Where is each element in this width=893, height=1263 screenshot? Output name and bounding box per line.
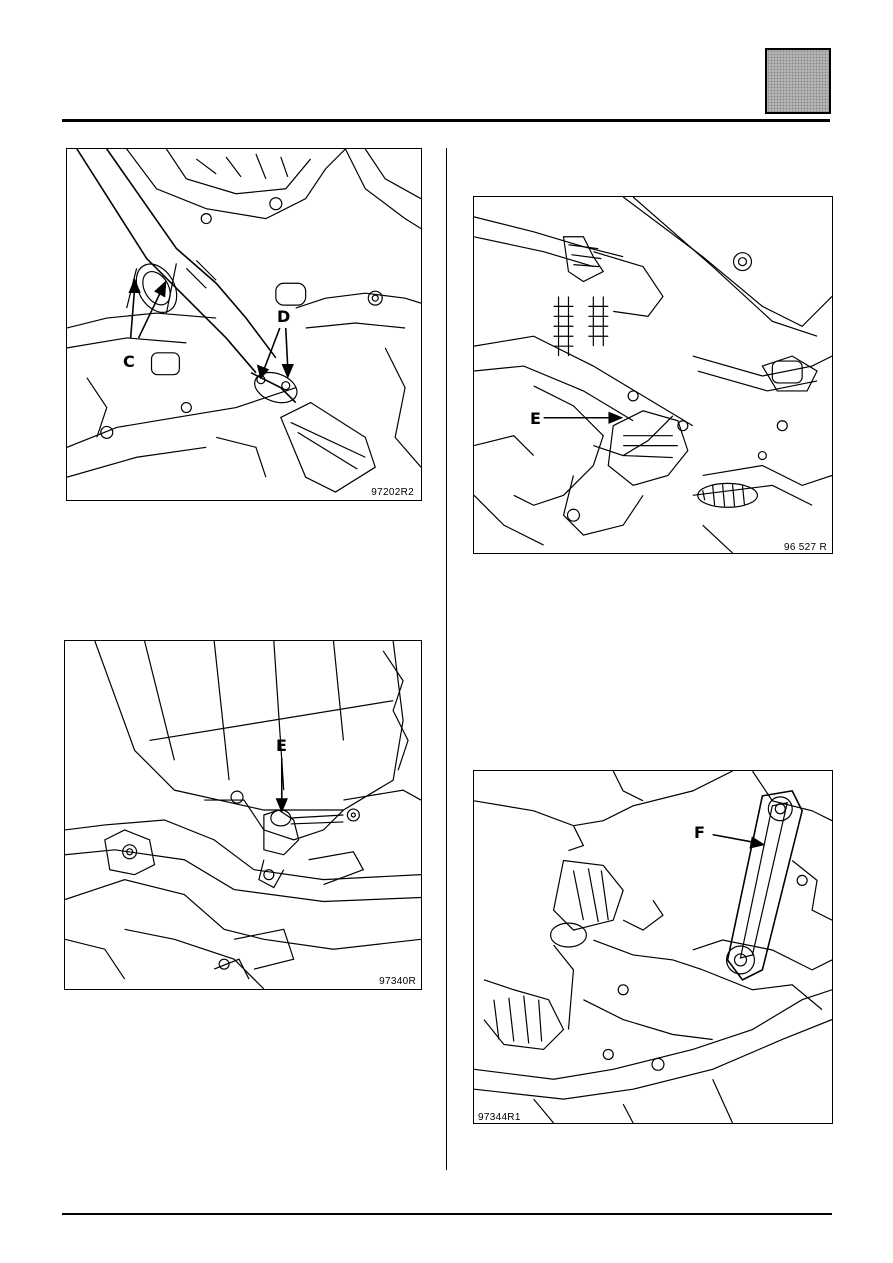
callout-label-c: C bbox=[123, 352, 135, 371]
callout-label-f: F bbox=[694, 823, 705, 842]
figure-steering-mounting-drawing bbox=[474, 197, 832, 553]
figure-code: 97344R1 bbox=[477, 1112, 522, 1123]
figure-mounting-bolt-drawing bbox=[65, 641, 421, 989]
figure-code: 97340R bbox=[378, 976, 417, 987]
figure-code: 96 527 R bbox=[783, 542, 828, 553]
figure-steering-mounting: E 96 527 R bbox=[473, 196, 833, 554]
figure-tie-bar: F 97344R1 bbox=[473, 770, 833, 1124]
header-rule bbox=[62, 119, 830, 122]
column-divider bbox=[446, 148, 447, 1170]
figure-mounting-bolt: E 97340R bbox=[64, 640, 422, 990]
callout-label-e: E bbox=[276, 736, 287, 755]
figure-exhaust-clamps: C D 97202R2 bbox=[66, 148, 422, 501]
figure-tie-bar-drawing bbox=[474, 771, 832, 1123]
figure-exhaust-clamps-drawing bbox=[67, 149, 421, 493]
footer-rule bbox=[62, 1213, 832, 1215]
callout-label-d: D bbox=[277, 307, 291, 326]
callout-label-e: E bbox=[530, 409, 541, 428]
figure-code: 97202R2 bbox=[370, 487, 415, 498]
section-tab-marker bbox=[765, 48, 831, 114]
